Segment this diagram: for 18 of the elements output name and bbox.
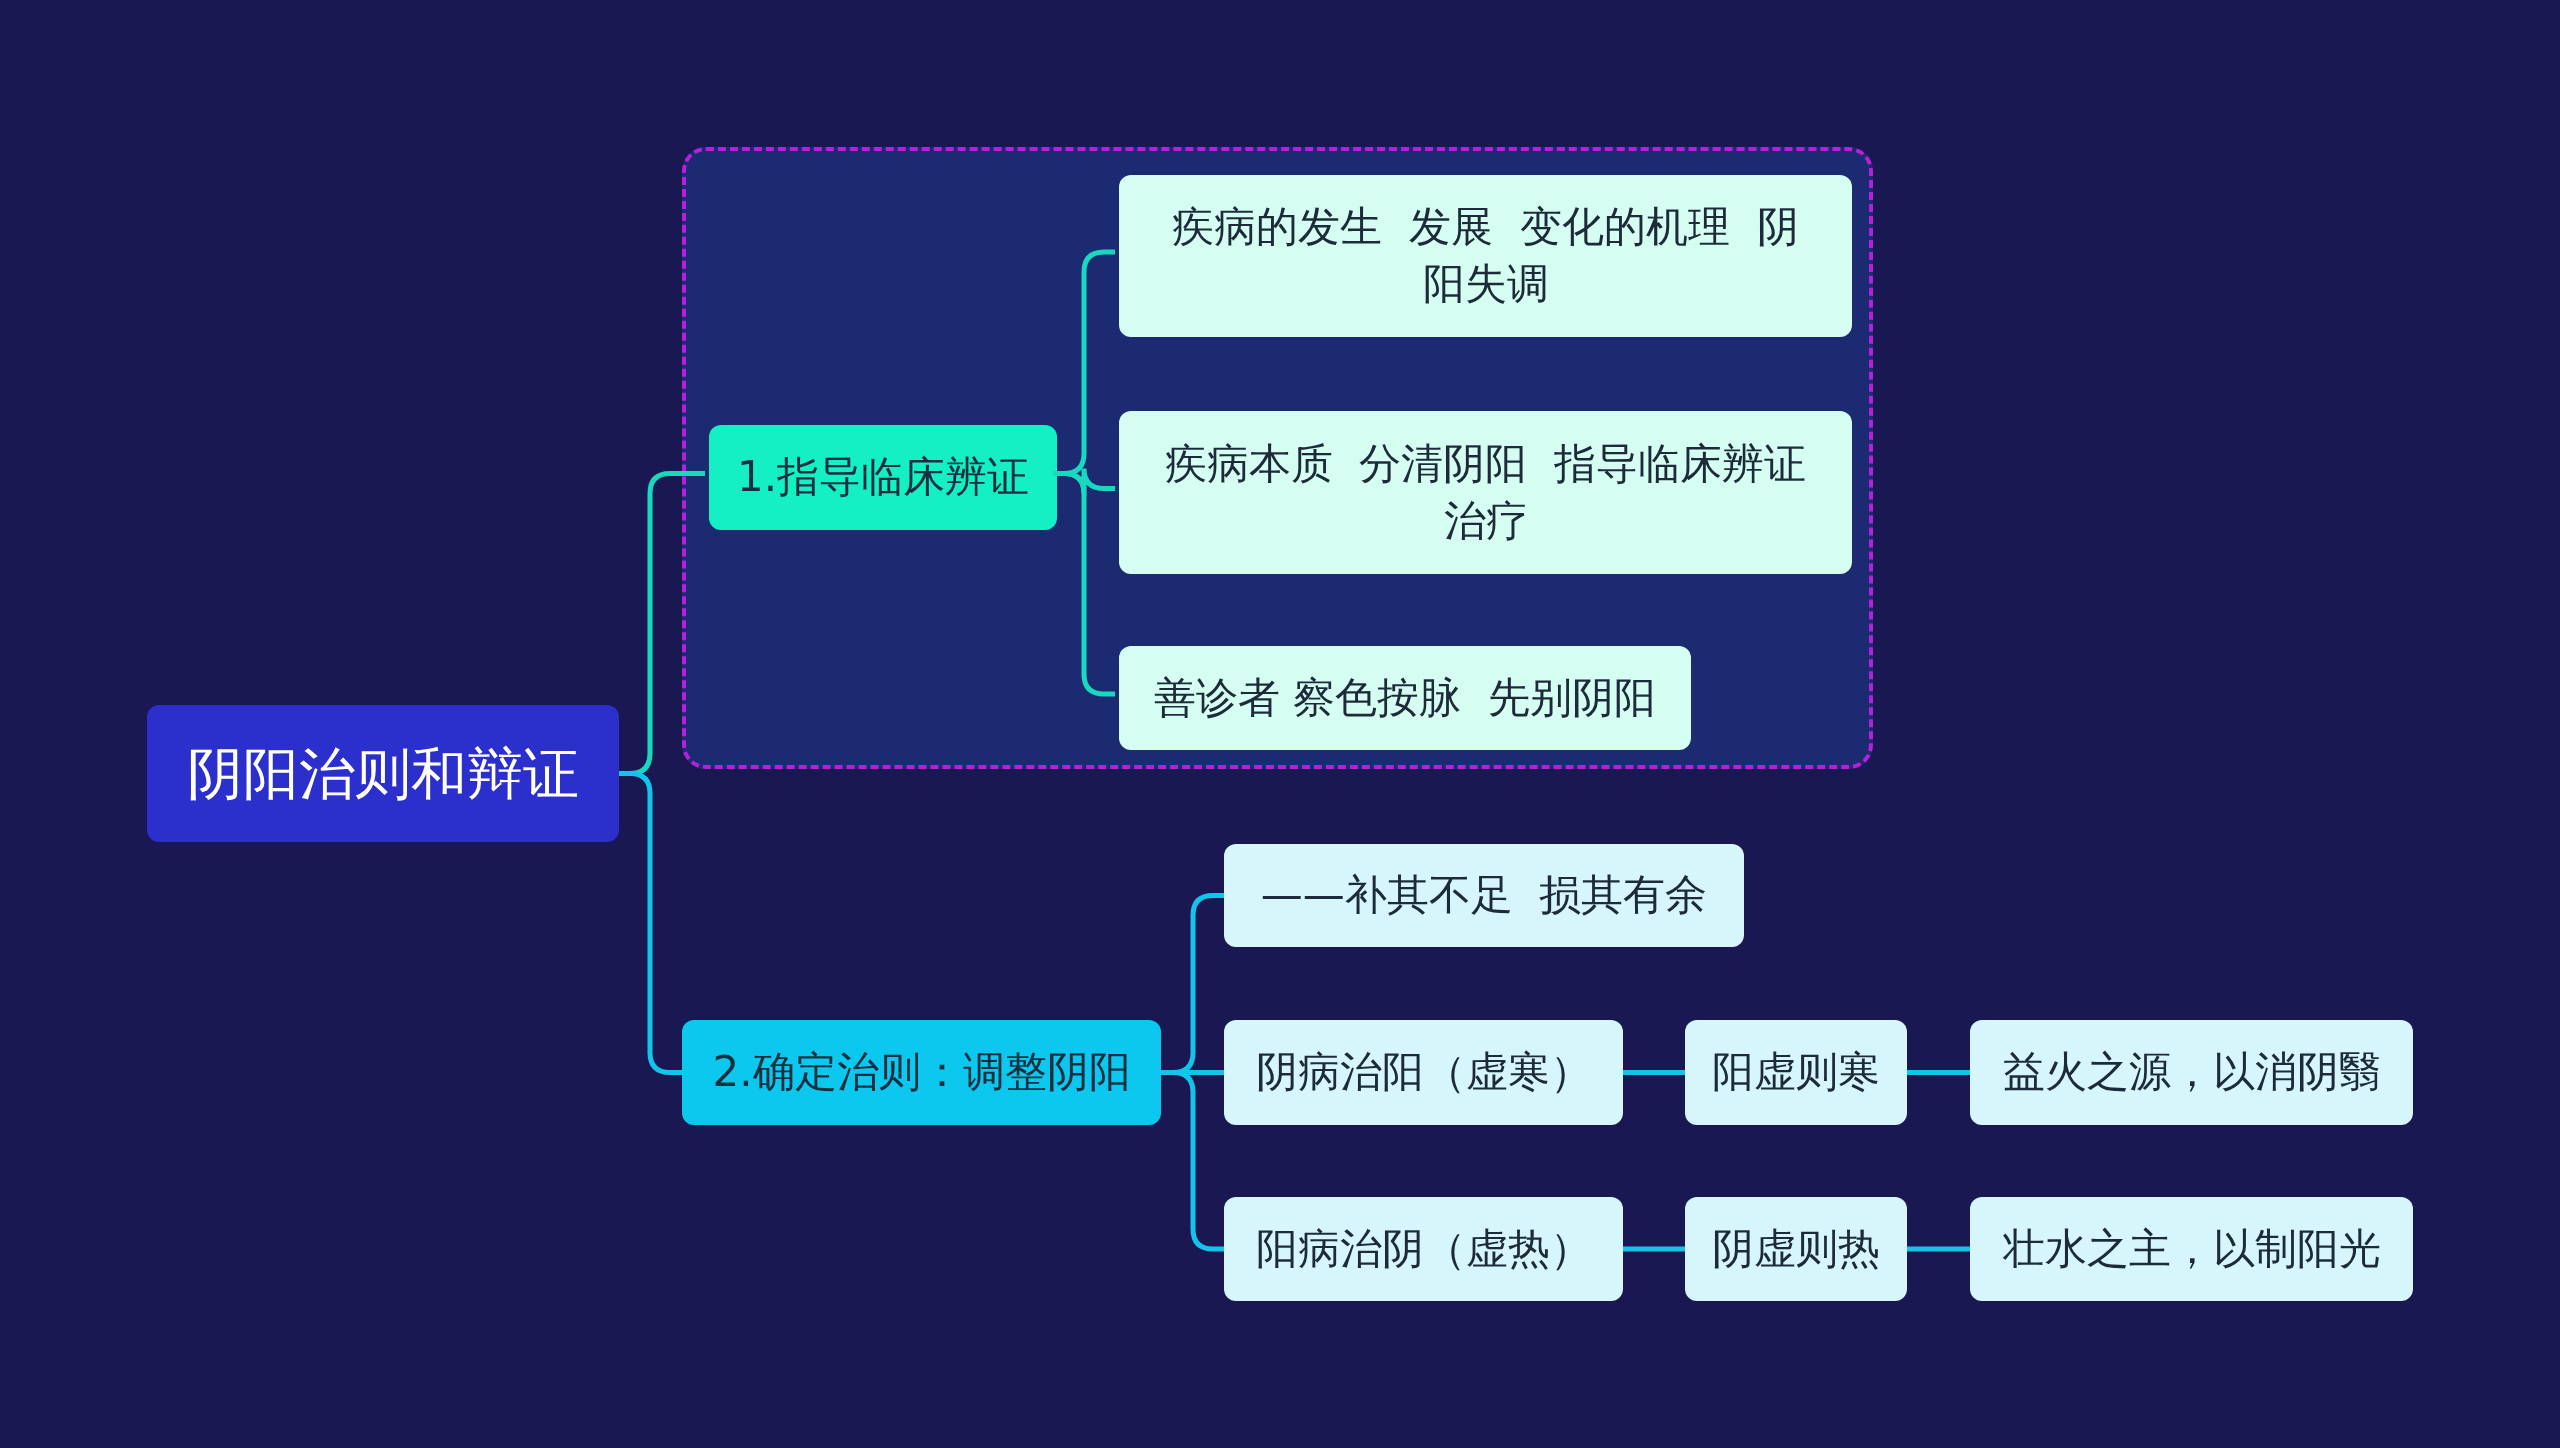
connector-line: [1623, 1070, 1685, 1075]
topic-box: 阴病治阳（虚寒）: [1224, 1020, 1623, 1125]
connector-line: [1907, 1246, 1970, 1252]
topic-box: 阴阳治则和辩证: [147, 705, 619, 842]
connector-line: [1907, 1070, 1970, 1075]
connector-line: [1623, 1246, 1685, 1252]
topic-box: 疾病本质 分清阴阳 指导临床辨证治疗: [1119, 411, 1852, 574]
topic-box: 阴虚则热: [1685, 1197, 1907, 1301]
topic-box: 阳病治阴（虚热）: [1224, 1197, 1623, 1301]
group-frame: [682, 147, 1873, 769]
topic-box: ——补其不足 损其有余: [1224, 844, 1744, 947]
topic-box: 疾病的发生 发展 变化的机理 阴阳失调: [1119, 175, 1852, 337]
topic-box: 阳虚则寒: [1685, 1020, 1907, 1125]
topic-box: 2.确定治则：调整阴阳: [682, 1020, 1161, 1125]
topic-box: 壮水之主，以制阳光: [1970, 1197, 2413, 1301]
topic-box: 益火之源，以消阴翳: [1970, 1020, 2413, 1125]
topic-box: 善诊者 察色按脉 先别阴阳: [1119, 646, 1691, 750]
topic-box: 1.指导临床辨证: [709, 425, 1057, 530]
